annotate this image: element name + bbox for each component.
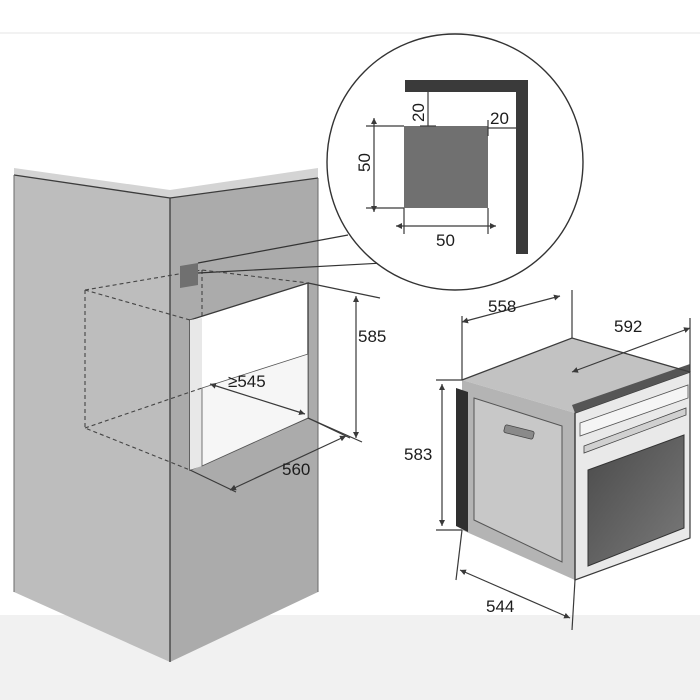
hidden-line-top-back [84, 269, 309, 291]
dim-line-560 [229, 435, 347, 491]
hidden-line-left [84, 290, 191, 471]
dim-niche-width: 560 [282, 460, 310, 479]
dim-vent-height: 50 [355, 153, 374, 172]
cabinet-side-panel [14, 175, 170, 662]
oven-dimensions: 558 592 583 544 [404, 290, 691, 631]
oven-door-handle [583, 407, 687, 454]
vent-square-detail [404, 126, 488, 208]
oven-window [587, 434, 685, 567]
cabinet-top-edge [14, 168, 318, 198]
dim-oven-height: 583 [404, 445, 432, 464]
vent-square-small [180, 263, 198, 288]
oven [456, 337, 691, 581]
dim-oven-depth-top: 558 [488, 297, 516, 316]
ext-line-585-top [307, 282, 381, 299]
vent-detail-callout: 20 20 50 50 [197, 33, 584, 291]
dim-line-545 [209, 382, 306, 416]
oven-handle-side [503, 424, 535, 440]
dim-oven-width: 592 [614, 317, 642, 336]
cabinet-dimensions: 585 ≥545 560 [189, 282, 386, 493]
ext-line-544-right [571, 579, 576, 631]
dim-line-544 [459, 569, 571, 619]
dim-line-558 [461, 294, 561, 324]
oven-back-flange [456, 388, 468, 532]
niche-inner-wall [190, 318, 202, 470]
oven-top-strip [572, 364, 690, 413]
callout-pointer-upper [197, 234, 349, 264]
dim-oven-depth-bottom: 544 [486, 597, 514, 616]
cabinet [13, 168, 319, 662]
dim-niche-height: 585 [358, 327, 386, 346]
ext-line-544-left [455, 529, 463, 581]
oven-side-inset [473, 397, 563, 563]
dim-gap-top: 20 [409, 103, 428, 122]
ext-line-560-left [189, 469, 237, 493]
dim-line-592 [571, 327, 691, 373]
hidden-line-top-left [84, 289, 191, 321]
dim-gap-side: 20 [490, 109, 509, 128]
dim-vent-width: 50 [436, 231, 455, 250]
callout-pointer-lower [197, 262, 384, 274]
ext-line-560-right [307, 417, 351, 439]
oven-control-bar [579, 384, 689, 437]
dim-niche-depth: ≥545 [228, 372, 266, 391]
